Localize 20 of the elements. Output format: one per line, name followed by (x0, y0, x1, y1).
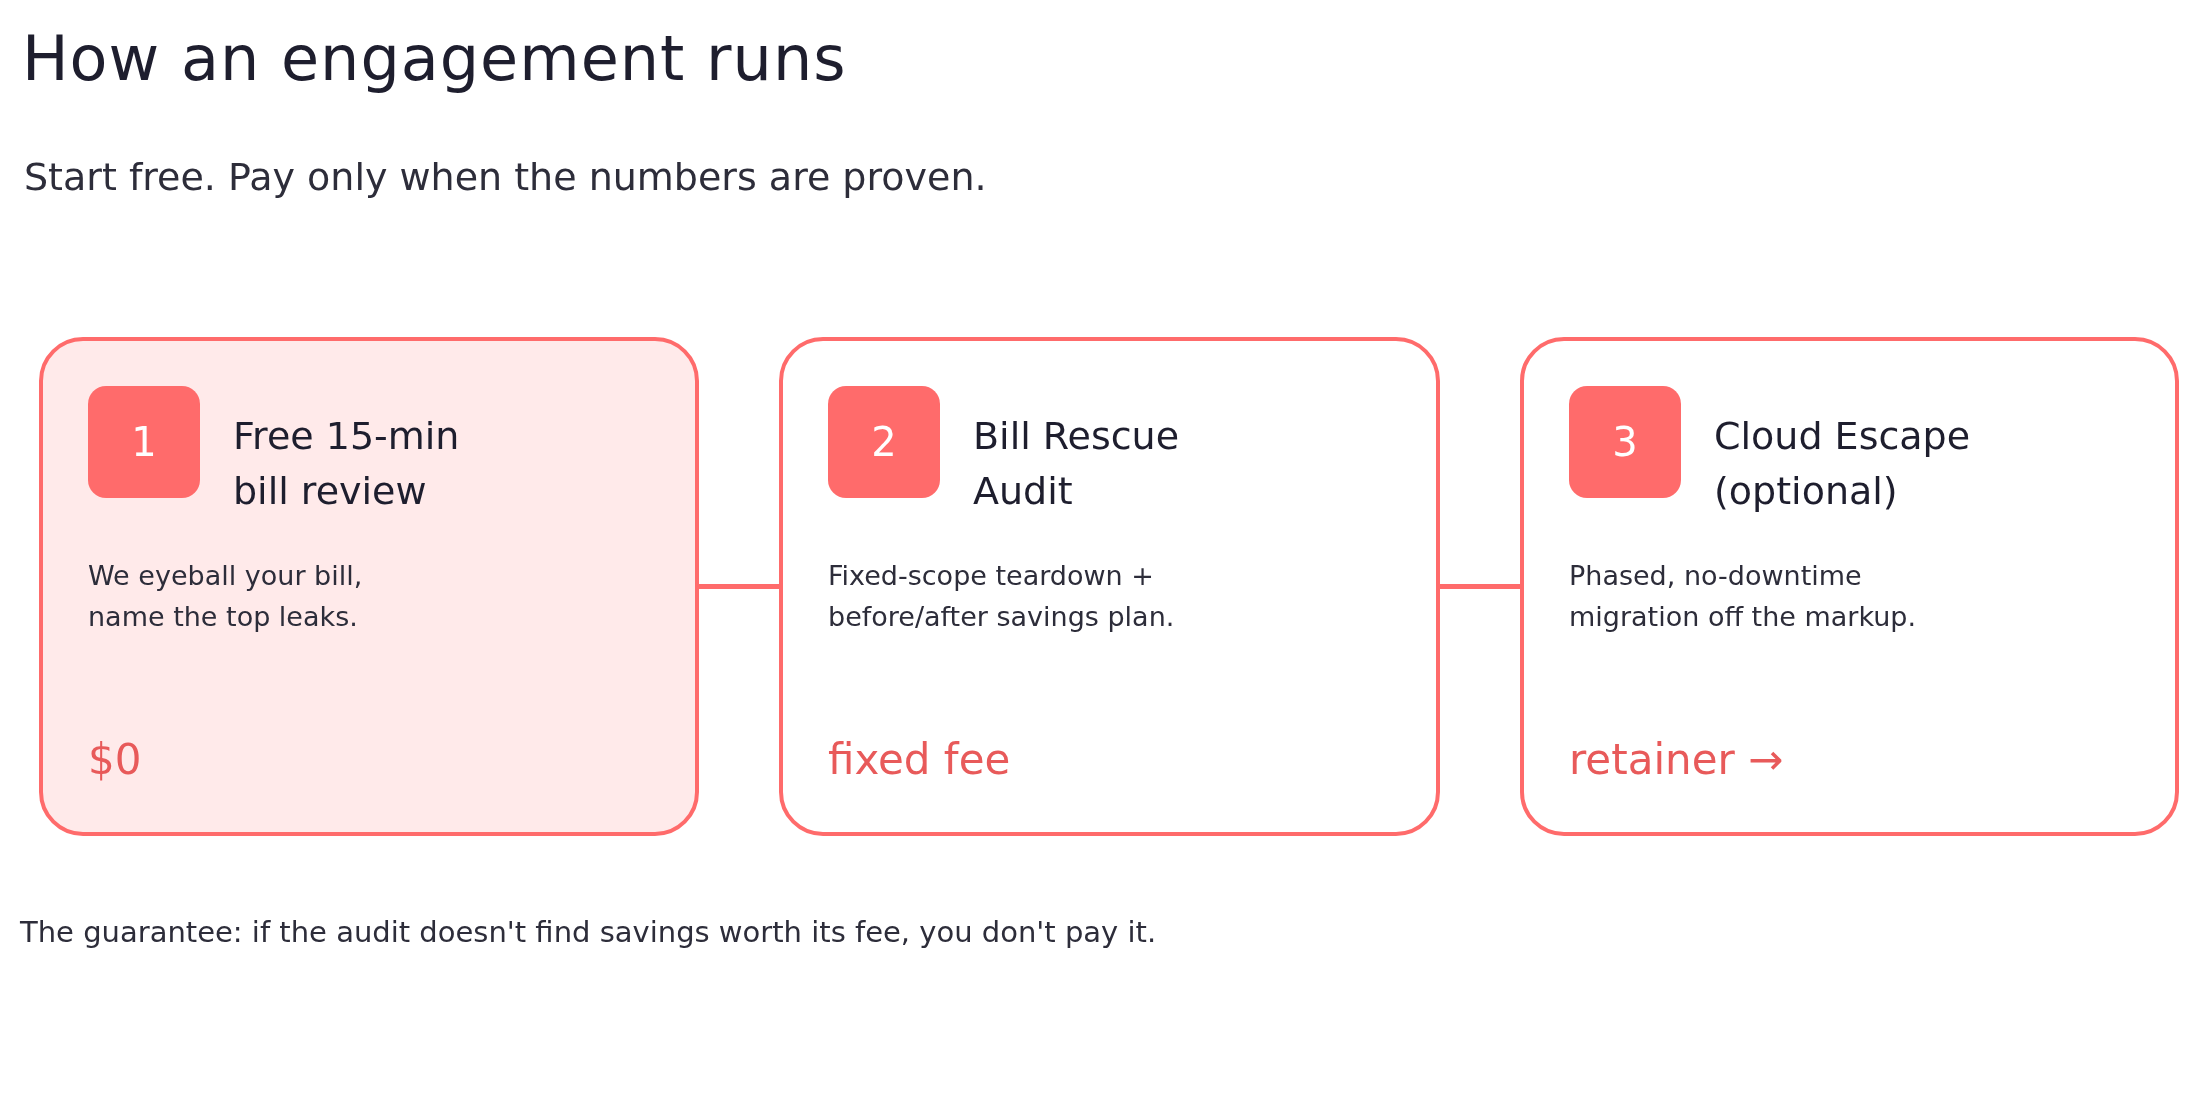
step-title: Bill Rescue Audit (973, 413, 1181, 516)
price-label: retainer → (1569, 735, 1784, 784)
subtitle: Start free. Pay only when the numbers are proven. (24, 155, 987, 199)
price-label: $0 (88, 735, 142, 784)
step-description: We eyeball your bill, name the top leaks. (88, 559, 364, 634)
title: How an engagement runs (22, 22, 847, 95)
step-number: 1 (88, 386, 200, 498)
step-card (1520, 337, 2179, 836)
step-card (39, 337, 699, 836)
step-number: 2 (828, 386, 940, 498)
connector-line (1440, 584, 1520, 589)
step-card (779, 337, 1440, 836)
connector-line (699, 584, 779, 589)
step-number: 3 (1569, 386, 1681, 498)
step-description: Phased, no-downtime migration off the markup. (1569, 559, 1918, 634)
guarantee-note: The guarantee: if the audit doesn't find savings worth its fee, you don't pay it. (20, 915, 1157, 949)
price-label: fixed fee (828, 735, 1011, 784)
step-title: Cloud Escape (optional) (1714, 413, 1972, 516)
step-description: Fixed-scope teardown + before/after savings plan. (828, 559, 1176, 634)
step-title: Free 15-min bill review (233, 413, 461, 516)
